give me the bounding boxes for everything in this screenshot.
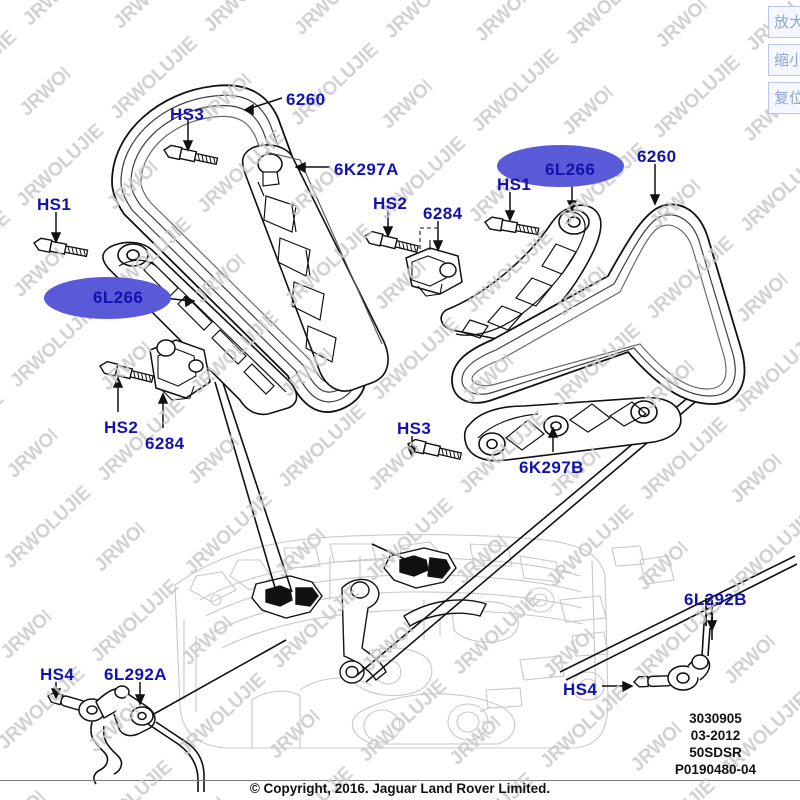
bolt-HS2-lower [97,359,155,386]
callout-HS2-upper: HS2 [373,194,408,213]
callout-6L266-left: 6L266 [93,288,144,307]
callout-HS4-right: HS4 [563,680,598,699]
callout-6L292B: 6L292B [684,590,747,609]
reset-button[interactable]: 复位 [768,82,800,114]
meta-line-drawing-number: 3030905 [689,711,742,726]
callout-HS1-right: HS1 [497,175,532,194]
meta-line-part-ref: P0190480-04 [674,762,756,777]
diagram-meta-block: 3030905 03-2012 50SDSR P0190480-04 [675,710,756,778]
callout-HS3-upper: HS3 [170,105,205,124]
callout-6260-right: 6260 [637,147,677,166]
callout-6284-lower: 6284 [145,434,185,453]
zoom-in-button[interactable]: 放大 [768,6,800,38]
callout-6L292A: 6L292A [104,665,167,684]
callout-6K297B: 6K297B [519,458,584,477]
bolt-HS1-right [483,215,540,238]
bolt-HS2-upper [362,229,420,256]
callout-HS3-lower: HS3 [397,419,432,438]
callout-HS1-left: HS1 [37,195,72,214]
zoom-out-button[interactable]: 缩小 [768,44,800,76]
callout-HS4-left: HS4 [40,665,75,684]
callout-HS2-lower: HS2 [104,418,139,437]
bolt-HS4-right [633,675,673,688]
oil-jet-6L292B [667,598,713,691]
callout-6284-upper: 6284 [423,204,463,223]
meta-line-date: 03-2012 [690,728,741,743]
tensioner-6284-lower [149,339,211,401]
callout-6K297A: 6K297A [334,160,399,179]
bolt-HS1-left [32,236,89,260]
viewer-controls: 放大 缩小 复位 [768,6,800,114]
engine-ghost-dark-parts [251,547,487,684]
chain-guide-6K297B [463,396,682,462]
callout-6L266-right: 6L266 [545,160,596,179]
callout-6260-left: 6260 [286,90,326,109]
meta-line-model-code: 50SDSR [689,745,742,760]
copyright-notice: © Copyright, 2016. Jaguar Land Rover Lim… [249,781,551,796]
